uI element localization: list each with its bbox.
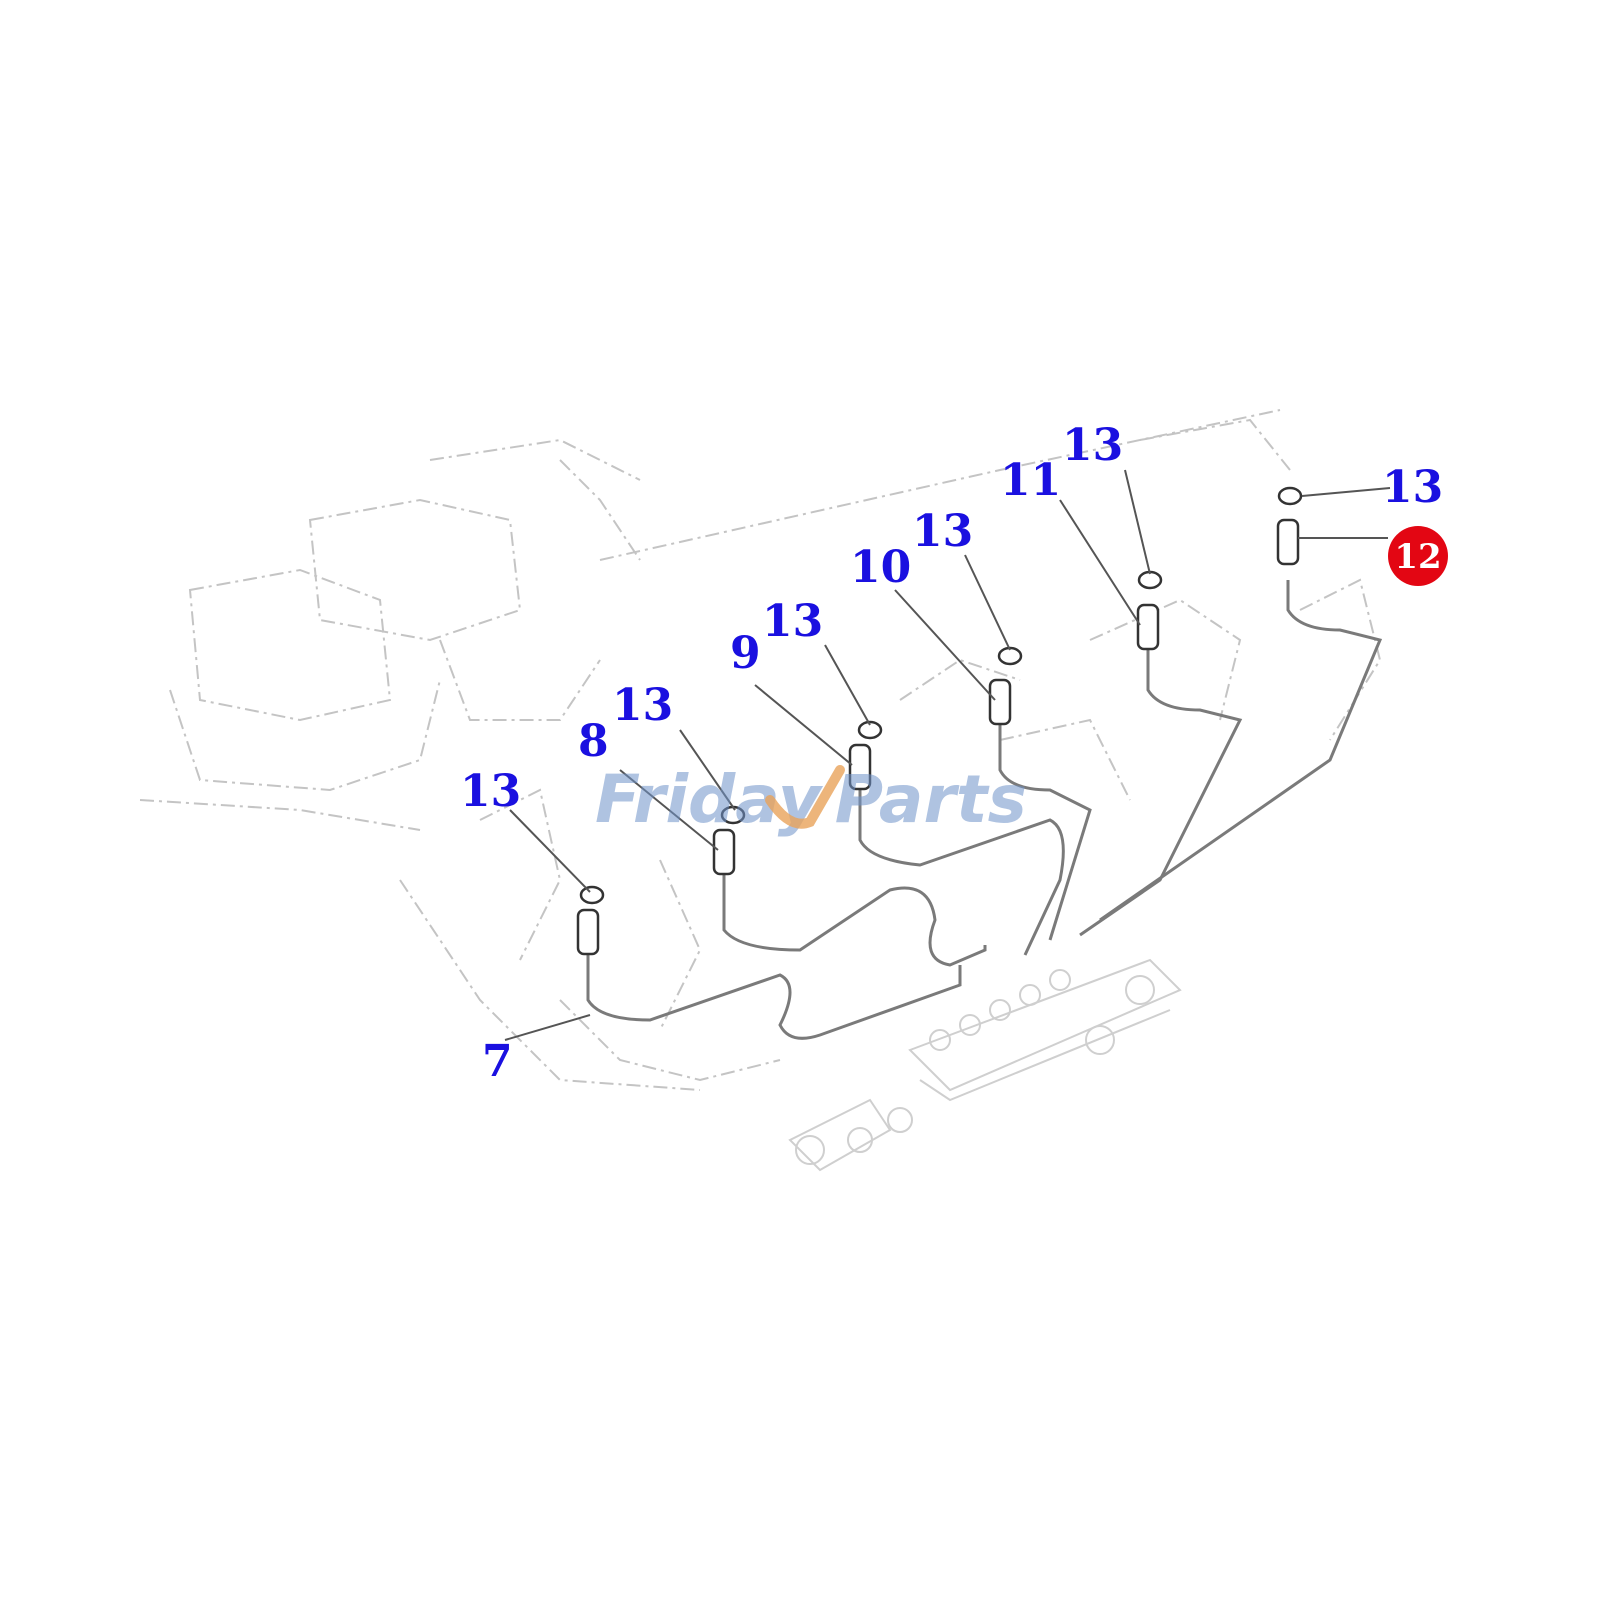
engine-ghost-outline	[139, 409, 1382, 1091]
leader-lines	[504, 469, 1391, 1041]
callout-13-a: 13	[460, 766, 521, 817]
callout-13-d: 13	[912, 506, 973, 557]
highlight-circle	[1388, 526, 1448, 586]
callout-10: 10	[850, 542, 911, 593]
pipe-10	[998, 720, 1092, 941]
callout-13-f: 13	[1382, 462, 1443, 513]
nozzle-fittings	[576, 518, 1300, 956]
pipe-9	[858, 780, 1065, 956]
injection-pump-block	[788, 958, 1182, 1172]
callout-13-c: 13	[762, 596, 823, 647]
o-rings	[579, 486, 1303, 905]
callout-7: 7	[482, 1036, 513, 1087]
callout-labels: 13 7 8 13 9 13 10 13 11 13 13	[460, 420, 1443, 1087]
pipe-12	[1099, 580, 1383, 922]
callout-8: 8	[578, 716, 609, 767]
callout-9: 9	[730, 628, 761, 679]
callout-12: 12	[1394, 537, 1441, 577]
callout-13-b: 13	[612, 680, 673, 731]
pipe-11	[1079, 650, 1243, 937]
fuel-pipes	[586, 580, 1383, 1040]
pipe-8	[722, 870, 987, 967]
watermark-parts: Parts	[835, 761, 1027, 838]
callout-11: 11	[1000, 455, 1061, 506]
pipe-7	[586, 950, 962, 1040]
callout-13-e: 13	[1062, 420, 1123, 471]
highlighted-part-badge: 12	[1388, 526, 1448, 586]
watermark-swoosh	[765, 765, 845, 829]
watermark-friday: Friday	[595, 761, 824, 838]
